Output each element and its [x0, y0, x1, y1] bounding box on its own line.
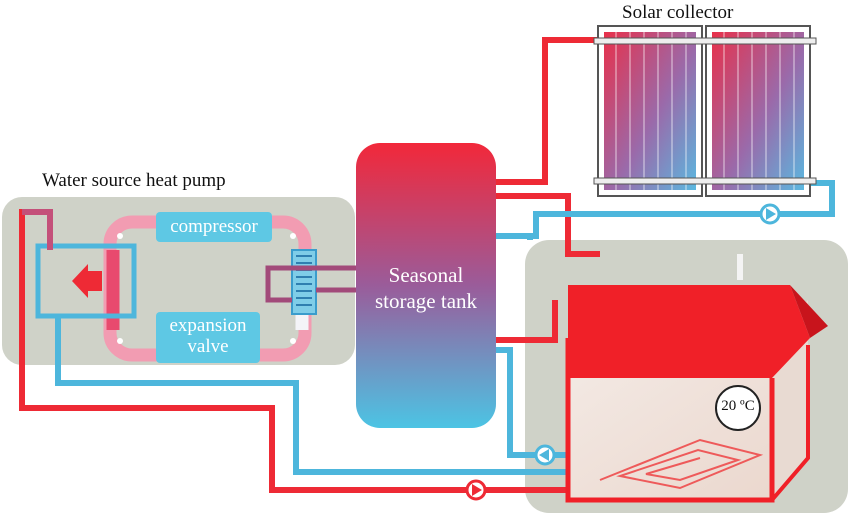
thermostat	[715, 385, 761, 431]
heat-pump-label: Water source heat pump	[42, 170, 226, 191]
floor-heating-coil-icon	[599, 438, 764, 490]
compressor-text: compressor	[170, 216, 258, 237]
pump-icon	[534, 444, 556, 466]
tank-label-line2: storage tank	[374, 289, 478, 313]
valve-text: valve	[187, 336, 229, 357]
tank-label-line1: Seasonal	[388, 263, 464, 287]
pump-icon	[759, 203, 781, 225]
solar-collector-panels	[593, 25, 817, 197]
house	[565, 285, 828, 503]
heat-arrow-icon	[72, 264, 102, 298]
seasonal-storage-tank	[356, 143, 496, 428]
tank-label: Seasonal storage tank	[356, 262, 496, 314]
solar-collector-label: Solar collector	[622, 2, 734, 23]
temperature-label: 20 ºC	[721, 398, 755, 414]
expansion-valve-label: expansion valve	[156, 312, 260, 363]
condenser-box	[35, 243, 137, 319]
heat-exchanger-icon	[291, 249, 317, 315]
cold-pipes	[55, 180, 835, 475]
expansion-text: expansion	[169, 315, 247, 336]
compressor-label: compressor	[156, 212, 272, 242]
pump-icon	[465, 479, 487, 501]
